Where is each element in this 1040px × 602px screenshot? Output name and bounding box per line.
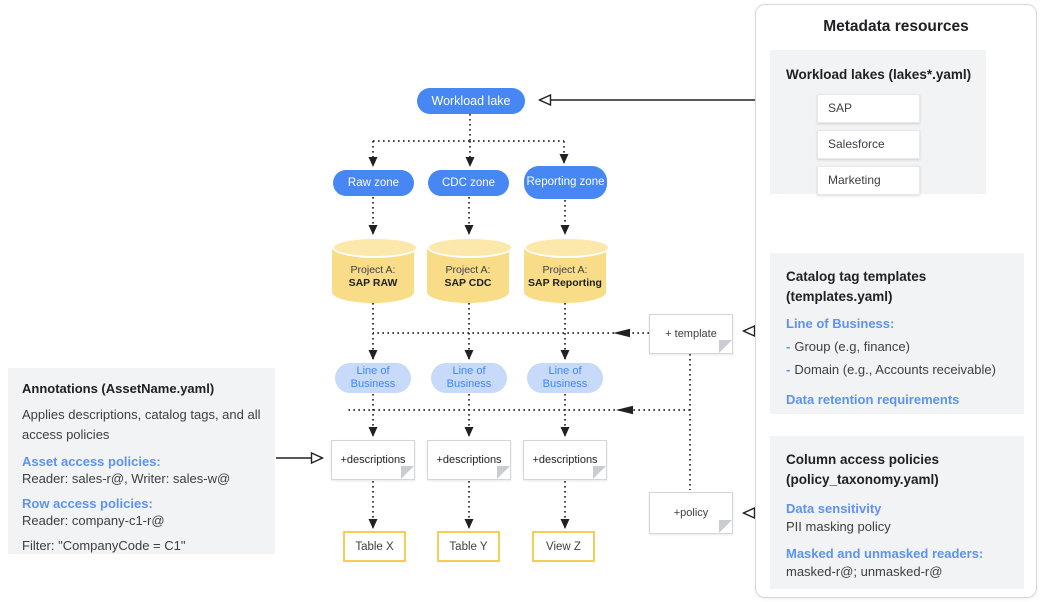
descriptions-note: +descriptions	[331, 440, 415, 480]
masked-readers-value: masked-r@; unmasked-r@	[786, 564, 943, 580]
lake-cards: SAP Salesforce Marketing	[817, 93, 920, 195]
workload-lakes-section: Workload lakes (lakes*.yaml) SAP Salesfo…	[770, 50, 986, 195]
metadata-resources-title: Metadata resources	[823, 18, 969, 35]
annotations-description: Applies descriptions, catalog tags, and …	[22, 407, 261, 442]
workload-lake-node: Workload lake	[417, 88, 525, 114]
template-bullets: -Group (e.g, finance) -Domain (e.g., Acc…	[786, 336, 1008, 382]
asset-access-policies-value: Reader: sales-r@, Writer: sales-w@	[22, 471, 231, 486]
lake-card-sap: SAP	[817, 93, 920, 123]
descriptions-note: +descriptions	[427, 440, 511, 480]
workload-lakes-heading: Workload lakes (lakes*.yaml)	[786, 67, 972, 82]
data-sensitivity-value: PII masking policy	[786, 519, 891, 535]
catalog-templates-section: Catalog tag templates (templates.yaml) L…	[770, 253, 1024, 414]
data-retention-heading: Data retention requirements	[786, 391, 960, 407]
line-of-business-tag: Line of Business	[527, 363, 603, 393]
project-prefix: Project A:	[350, 263, 396, 276]
zone-node-reporting: Reporting zone	[524, 166, 607, 199]
column-policies-heading: Column access policies (policy_taxonomy.…	[786, 452, 940, 487]
lake-card-marketing: Marketing	[817, 165, 920, 195]
bullet-group: -Group (e.g, finance)	[786, 336, 1008, 359]
project-name: SAP CDC	[444, 277, 492, 289]
project-name: SAP Reporting	[528, 277, 602, 289]
lake-card-salesforce: Salesforce	[817, 129, 920, 159]
lob-heading: Line of Business:	[786, 316, 895, 332]
catalog-templates-heading: Catalog tag templates (templates.yaml)	[786, 269, 927, 304]
filter-line: Filter: "CompanyCode = C1"	[22, 538, 186, 553]
project-cylinder-sap-raw: Project A: SAP RAW	[332, 237, 418, 303]
masked-readers-heading: Masked and unmasked readers:	[786, 546, 984, 562]
dotted-lines	[345, 114, 691, 490]
template-note: + template	[649, 314, 733, 354]
mid-arrowheads	[613, 328, 633, 415]
project-prefix: Project A:	[445, 263, 491, 276]
output-view-z: View Z	[532, 531, 595, 562]
annotations-title: Annotations (AssetName.yaml)	[22, 381, 215, 396]
dotted-arrows	[368, 141, 570, 529]
project-cylinder-sap-reporting: Project A: SAP Reporting	[524, 237, 610, 303]
project-name: SAP RAW	[348, 277, 398, 289]
output-table-y: Table Y	[437, 531, 500, 562]
project-cylinder-sap-cdc: Project A: SAP CDC	[427, 237, 513, 303]
bullet-domain: -Domain (e.g., Accounts receivable)	[786, 359, 1008, 382]
annotations-panel: Annotations (AssetName.yaml) Applies des…	[8, 368, 275, 554]
policy-note: +policy	[649, 492, 733, 534]
project-prefix: Project A:	[542, 263, 588, 276]
data-sensitivity-heading: Data sensitivity	[786, 501, 882, 517]
metadata-resources-panel: Metadata resources Workload lakes (lakes…	[755, 4, 1037, 598]
zone-node-cdc: CDC zone	[428, 170, 509, 196]
row-access-policies-heading: Row access policies:	[22, 496, 153, 511]
line-of-business-tag: Line of Business	[335, 363, 411, 393]
column-policies-section: Column access policies (policy_taxonomy.…	[770, 436, 1024, 589]
bullet-text: Group (e.g, finance)	[794, 339, 910, 355]
line-of-business-tag: Line of Business	[431, 363, 507, 393]
zone-node-raw: Raw zone	[333, 170, 414, 196]
descriptions-note: +descriptions	[523, 440, 607, 480]
row-access-policies-value: Reader: company-c1-r@	[22, 513, 165, 528]
bullet-dash: -	[786, 339, 791, 355]
bullet-text: Domain (e.g., Accounts receivable)	[794, 361, 996, 377]
asset-access-policies-heading: Asset access policies:	[22, 454, 161, 469]
output-table-x: Table X	[343, 531, 406, 562]
bullet-dash: -	[786, 361, 791, 377]
